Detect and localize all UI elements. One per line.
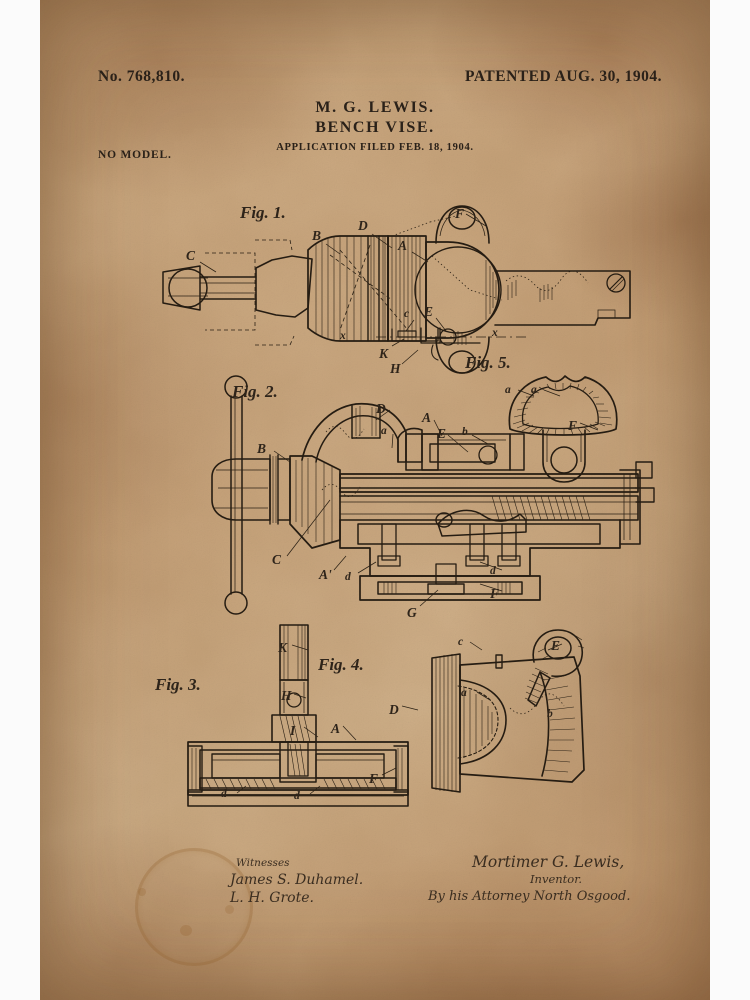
figure-3-drawing: [187, 624, 409, 807]
part-label-fig1-H: H: [390, 361, 401, 376]
part-label-fig1-B: B: [312, 228, 322, 243]
part-label-fig2-D: D: [376, 401, 386, 416]
figure-3-caption: Fig. 3.: [155, 675, 201, 694]
stain-droplet: [225, 905, 234, 914]
part-label-fig2-a: a: [381, 425, 387, 437]
part-label-fig4-a: a: [461, 687, 467, 699]
part-label-fig3-A: A: [331, 721, 341, 736]
inventor-role: Inventor.: [530, 872, 583, 886]
part-label-fig2-A-prime: A': [319, 567, 332, 582]
section-mark-x-left: x: [340, 330, 346, 342]
part-label-fig1-E: E: [424, 304, 434, 319]
figure-2-caption: Fig. 2.: [232, 382, 278, 401]
figure-5-drawing: [508, 375, 618, 483]
part-label-fig2-E: E: [437, 426, 447, 441]
part-label-fig4-b: b: [547, 708, 553, 720]
figure-4-drawing: [431, 629, 585, 793]
aged-paper-sheet: No. 768,810. PATENTED AUG. 30, 1904. M. …: [40, 0, 710, 1000]
part-label-fig2-d-right: d: [490, 565, 496, 577]
paper-grain-texture: [40, 0, 710, 1000]
part-label-fig2-C: C: [272, 552, 282, 567]
witness-signature-1: James S. Duhamel.: [230, 872, 364, 888]
figure-1-drawing: [162, 205, 631, 374]
part-label-fig3-d-left: d: [221, 788, 227, 800]
part-label-fig1-D: D: [358, 218, 368, 233]
part-label-fig2-A: A: [422, 410, 432, 425]
part-label-fig2-G: G: [407, 605, 417, 620]
part-label-fig5-F: F: [568, 418, 578, 433]
part-label-fig5-a-right: a: [531, 384, 537, 396]
part-label-fig2-B: B: [257, 441, 267, 456]
no-model-note: NO MODEL.: [98, 149, 172, 161]
patent-drawing-canvas: [162, 205, 655, 807]
part-label-fig1-K: K: [379, 346, 389, 361]
figure-1-caption: Fig. 1.: [240, 203, 286, 222]
invention-title: BENCH VISE.: [315, 119, 435, 136]
part-label-fig2-F: F: [490, 586, 500, 601]
witness-heading: Witnesses: [236, 857, 290, 869]
application-date: APPLICATION FILED FEB. 18, 1904.: [276, 142, 474, 153]
figure-5-caption: Fig. 5.: [465, 353, 511, 372]
part-label-fig1-C: C: [186, 248, 196, 263]
part-label-fig4-E: E: [551, 638, 561, 653]
part-label-fig2-d-left: d: [345, 571, 351, 583]
stain-droplet: [138, 888, 146, 896]
part-label-fig5-a-left: a: [505, 384, 511, 396]
part-label-fig3-I: I: [290, 723, 296, 738]
part-label-fig4-D: D: [389, 702, 399, 717]
part-label-fig1-A: A: [398, 238, 408, 253]
part-label-fig2-b: b: [462, 426, 468, 438]
part-label-fig3-F: F: [369, 771, 379, 786]
patent-number: No. 768,810.: [98, 68, 185, 85]
stain-droplet: [180, 925, 192, 936]
figure-2-drawing: [211, 375, 655, 615]
witness-signature-2: L. H. Grote.: [230, 890, 314, 906]
figure-4-caption: Fig. 4.: [318, 655, 364, 674]
patent-date: PATENTED AUG. 30, 1904.: [465, 68, 662, 85]
attorney-line: By his Attorney North Osgood.: [428, 889, 631, 904]
part-label-fig3-H: H: [281, 688, 292, 703]
part-label-fig1-F: F: [455, 206, 465, 221]
part-label-fig3-K: K: [278, 640, 288, 655]
inventor-signature: Mortimer G. Lewis,: [472, 853, 625, 871]
section-mark-x-right: x: [492, 327, 498, 339]
part-label-fig3-d-right: d: [294, 790, 300, 802]
inventor-name: M. G. LEWIS.: [315, 99, 435, 116]
part-label-fig4-c: c: [458, 636, 464, 648]
part-label-fig1-c: c: [404, 308, 410, 320]
